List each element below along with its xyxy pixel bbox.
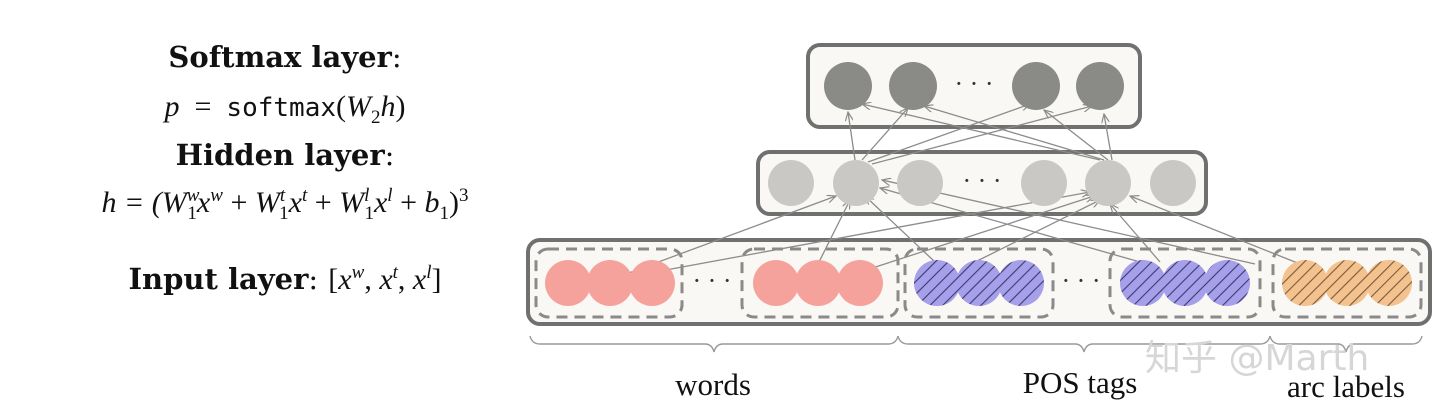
group-label-arc-labels: arc labels: [1287, 369, 1405, 404]
arc-node: [1366, 260, 1412, 306]
arc-group-box: [1271, 247, 1423, 319]
hidden-node: [833, 160, 879, 206]
arc-node: [1282, 260, 1328, 306]
softmax-node: [1012, 62, 1060, 110]
softmax-formula: p = softmax(W2h): [164, 90, 406, 128]
pos-node: [1120, 260, 1166, 306]
hidden-node: [1085, 160, 1131, 206]
hidden-ellipsis: · · ·: [963, 166, 1002, 195]
hidden-to-softmax-edges: [848, 104, 1113, 165]
softmax-node: [1076, 62, 1124, 110]
input-layer-line: Input layer: [xw, xt, xl]: [128, 262, 442, 296]
pos-group-box-2: [1108, 247, 1262, 319]
softmax-node: [889, 62, 937, 110]
pos-node: [956, 260, 1002, 306]
hidden-node: [1150, 160, 1196, 206]
watermark: 知乎 @Marth: [1145, 338, 1369, 379]
word-node: [629, 260, 675, 306]
group-braces: [529, 335, 1423, 353]
word-node: [795, 260, 841, 306]
pos-node: [1204, 260, 1250, 306]
word-node: [753, 260, 799, 306]
pos-group-box-1: [903, 247, 1055, 319]
hidden-node: [768, 160, 814, 206]
pos-node: [914, 260, 960, 306]
softmax-ellipsis: · · ·: [955, 69, 994, 98]
softmax-layer-box: [806, 43, 1142, 129]
hidden-node: [1021, 160, 1067, 206]
words-brace: [529, 335, 899, 353]
softmax-layer-heading: Softmax layer:: [168, 40, 402, 74]
word-node: [587, 260, 633, 306]
pos-tags-brace: [897, 335, 1271, 353]
pos-node: [1162, 260, 1208, 306]
word-node: [837, 260, 883, 306]
word-group-box-2: [740, 247, 900, 319]
softmax-node: [824, 62, 872, 110]
pos-node: [998, 260, 1044, 306]
group-label-pos-tags: POS tags: [1023, 365, 1138, 400]
word-ellipsis: · · ·: [693, 266, 732, 295]
word-group-box-1: [534, 247, 684, 319]
pos-ellipsis: · · ·: [1062, 266, 1101, 295]
hidden-formula: h = (Ww1xw + Wt1xt + Wl1xl + b1)3: [101, 185, 469, 224]
arc-node: [1324, 260, 1370, 306]
hidden-node: [897, 160, 943, 206]
arc-labels-brace: [1269, 335, 1423, 353]
group-label-words: words: [675, 367, 751, 402]
hidden-layer-heading: Hidden layer:: [175, 138, 395, 172]
word-node: [545, 260, 591, 306]
